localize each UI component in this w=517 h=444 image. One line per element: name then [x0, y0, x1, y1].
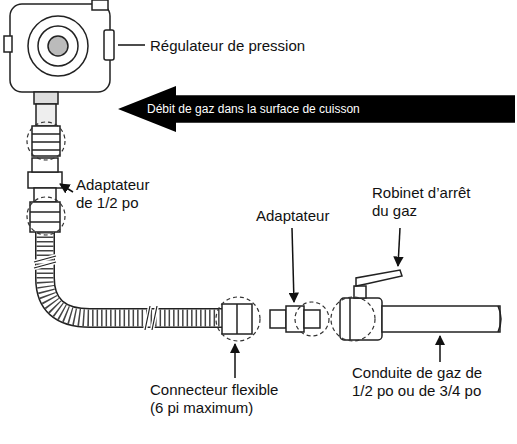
- pressure-regulator: [4, 0, 114, 104]
- flow-text: Débit de gaz dans la surface de cuisson: [147, 102, 360, 116]
- part-label: Adaptateur: [256, 207, 329, 225]
- part-label: Régulateur de pression: [150, 37, 305, 55]
- part-label: Conduite de gaz de 1/2 po ou de 3/4 po: [352, 364, 500, 400]
- part-label: Adaptateur de 1/2 po: [76, 176, 168, 212]
- flow-arrow: Débit de gaz dans la surface de cuisson: [118, 86, 515, 132]
- connection-circles: [27, 122, 375, 341]
- fittings: [28, 104, 62, 232]
- part-label: Connecteur flexible (6 pi maximum): [150, 381, 290, 417]
- flexible-hose: [34, 232, 222, 330]
- part-label: Robinet d’arrêt du gaz: [372, 184, 484, 220]
- valve-assembly: [222, 270, 501, 340]
